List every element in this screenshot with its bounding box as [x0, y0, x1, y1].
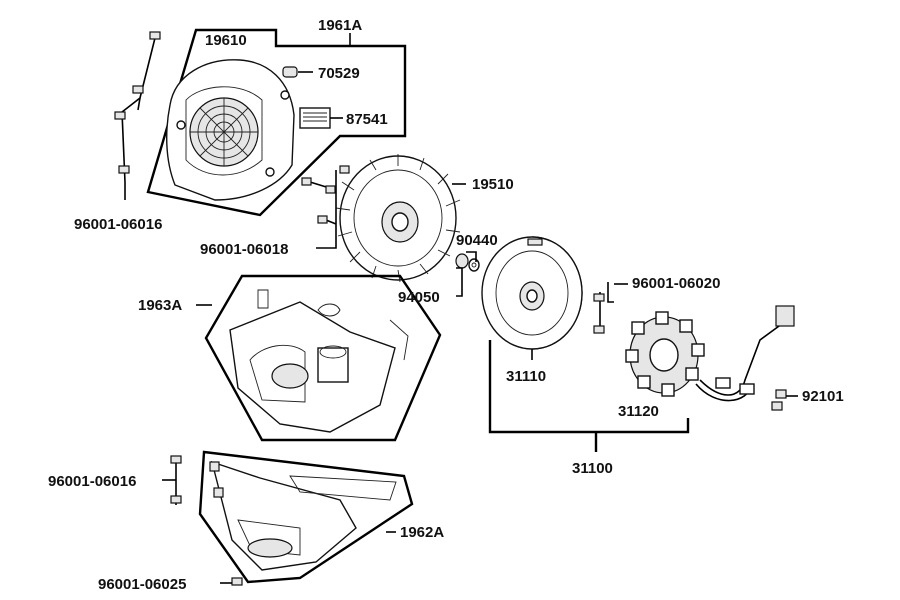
label-1961A: 1961A	[318, 17, 362, 34]
stator-31120	[625, 305, 795, 402]
label-90440: 90440	[456, 232, 498, 249]
lower-shroud-group-1962A	[198, 450, 414, 584]
label-96001-06016-top: 96001-06016	[74, 216, 162, 233]
label-96001-06018: 96001-06018	[200, 241, 288, 258]
group-outline-1961A	[146, 28, 407, 217]
rotor-31110	[481, 236, 583, 360]
label-1962A: 1962A	[400, 524, 444, 541]
label-19610: 19610	[205, 32, 247, 49]
assembly-bracket-31100	[488, 340, 690, 452]
fan-cover-group	[146, 28, 407, 217]
group-outline-1962A	[198, 450, 414, 584]
screws-92101	[771, 389, 798, 411]
label-96001-06016-bottom: 96001-06016	[48, 473, 136, 490]
bolts-96001-06016-top	[114, 31, 161, 200]
cap-70529	[282, 66, 313, 78]
flywheel-19510	[335, 154, 466, 283]
label-31100: 31100	[572, 460, 613, 477]
label-19510: 19510	[472, 176, 514, 193]
bolts-96001-06020	[593, 282, 614, 334]
label-31120: 31120	[618, 403, 659, 420]
label-96001-06025: 96001-06025	[98, 576, 186, 593]
label-96001-06020: 96001-06020	[632, 275, 720, 292]
bolts-96001-06016-bottom	[162, 455, 182, 505]
label-94050: 94050	[398, 289, 440, 306]
bolts-96001-06018	[301, 165, 350, 249]
screw-96001-06025	[220, 577, 243, 586]
label-92101: 92101	[802, 388, 844, 405]
label-31110: 31110	[506, 368, 546, 385]
label-87541: 87541	[346, 111, 388, 128]
washer-nut-90440-94050	[455, 251, 480, 297]
fan-cover-part	[166, 59, 295, 201]
caution-decal-87541	[299, 107, 343, 129]
group-outline-1963A	[204, 274, 442, 442]
label-70529: 70529	[318, 65, 360, 82]
shroud-group-1963A	[204, 274, 442, 442]
label-1963A: 1963A	[138, 297, 182, 314]
